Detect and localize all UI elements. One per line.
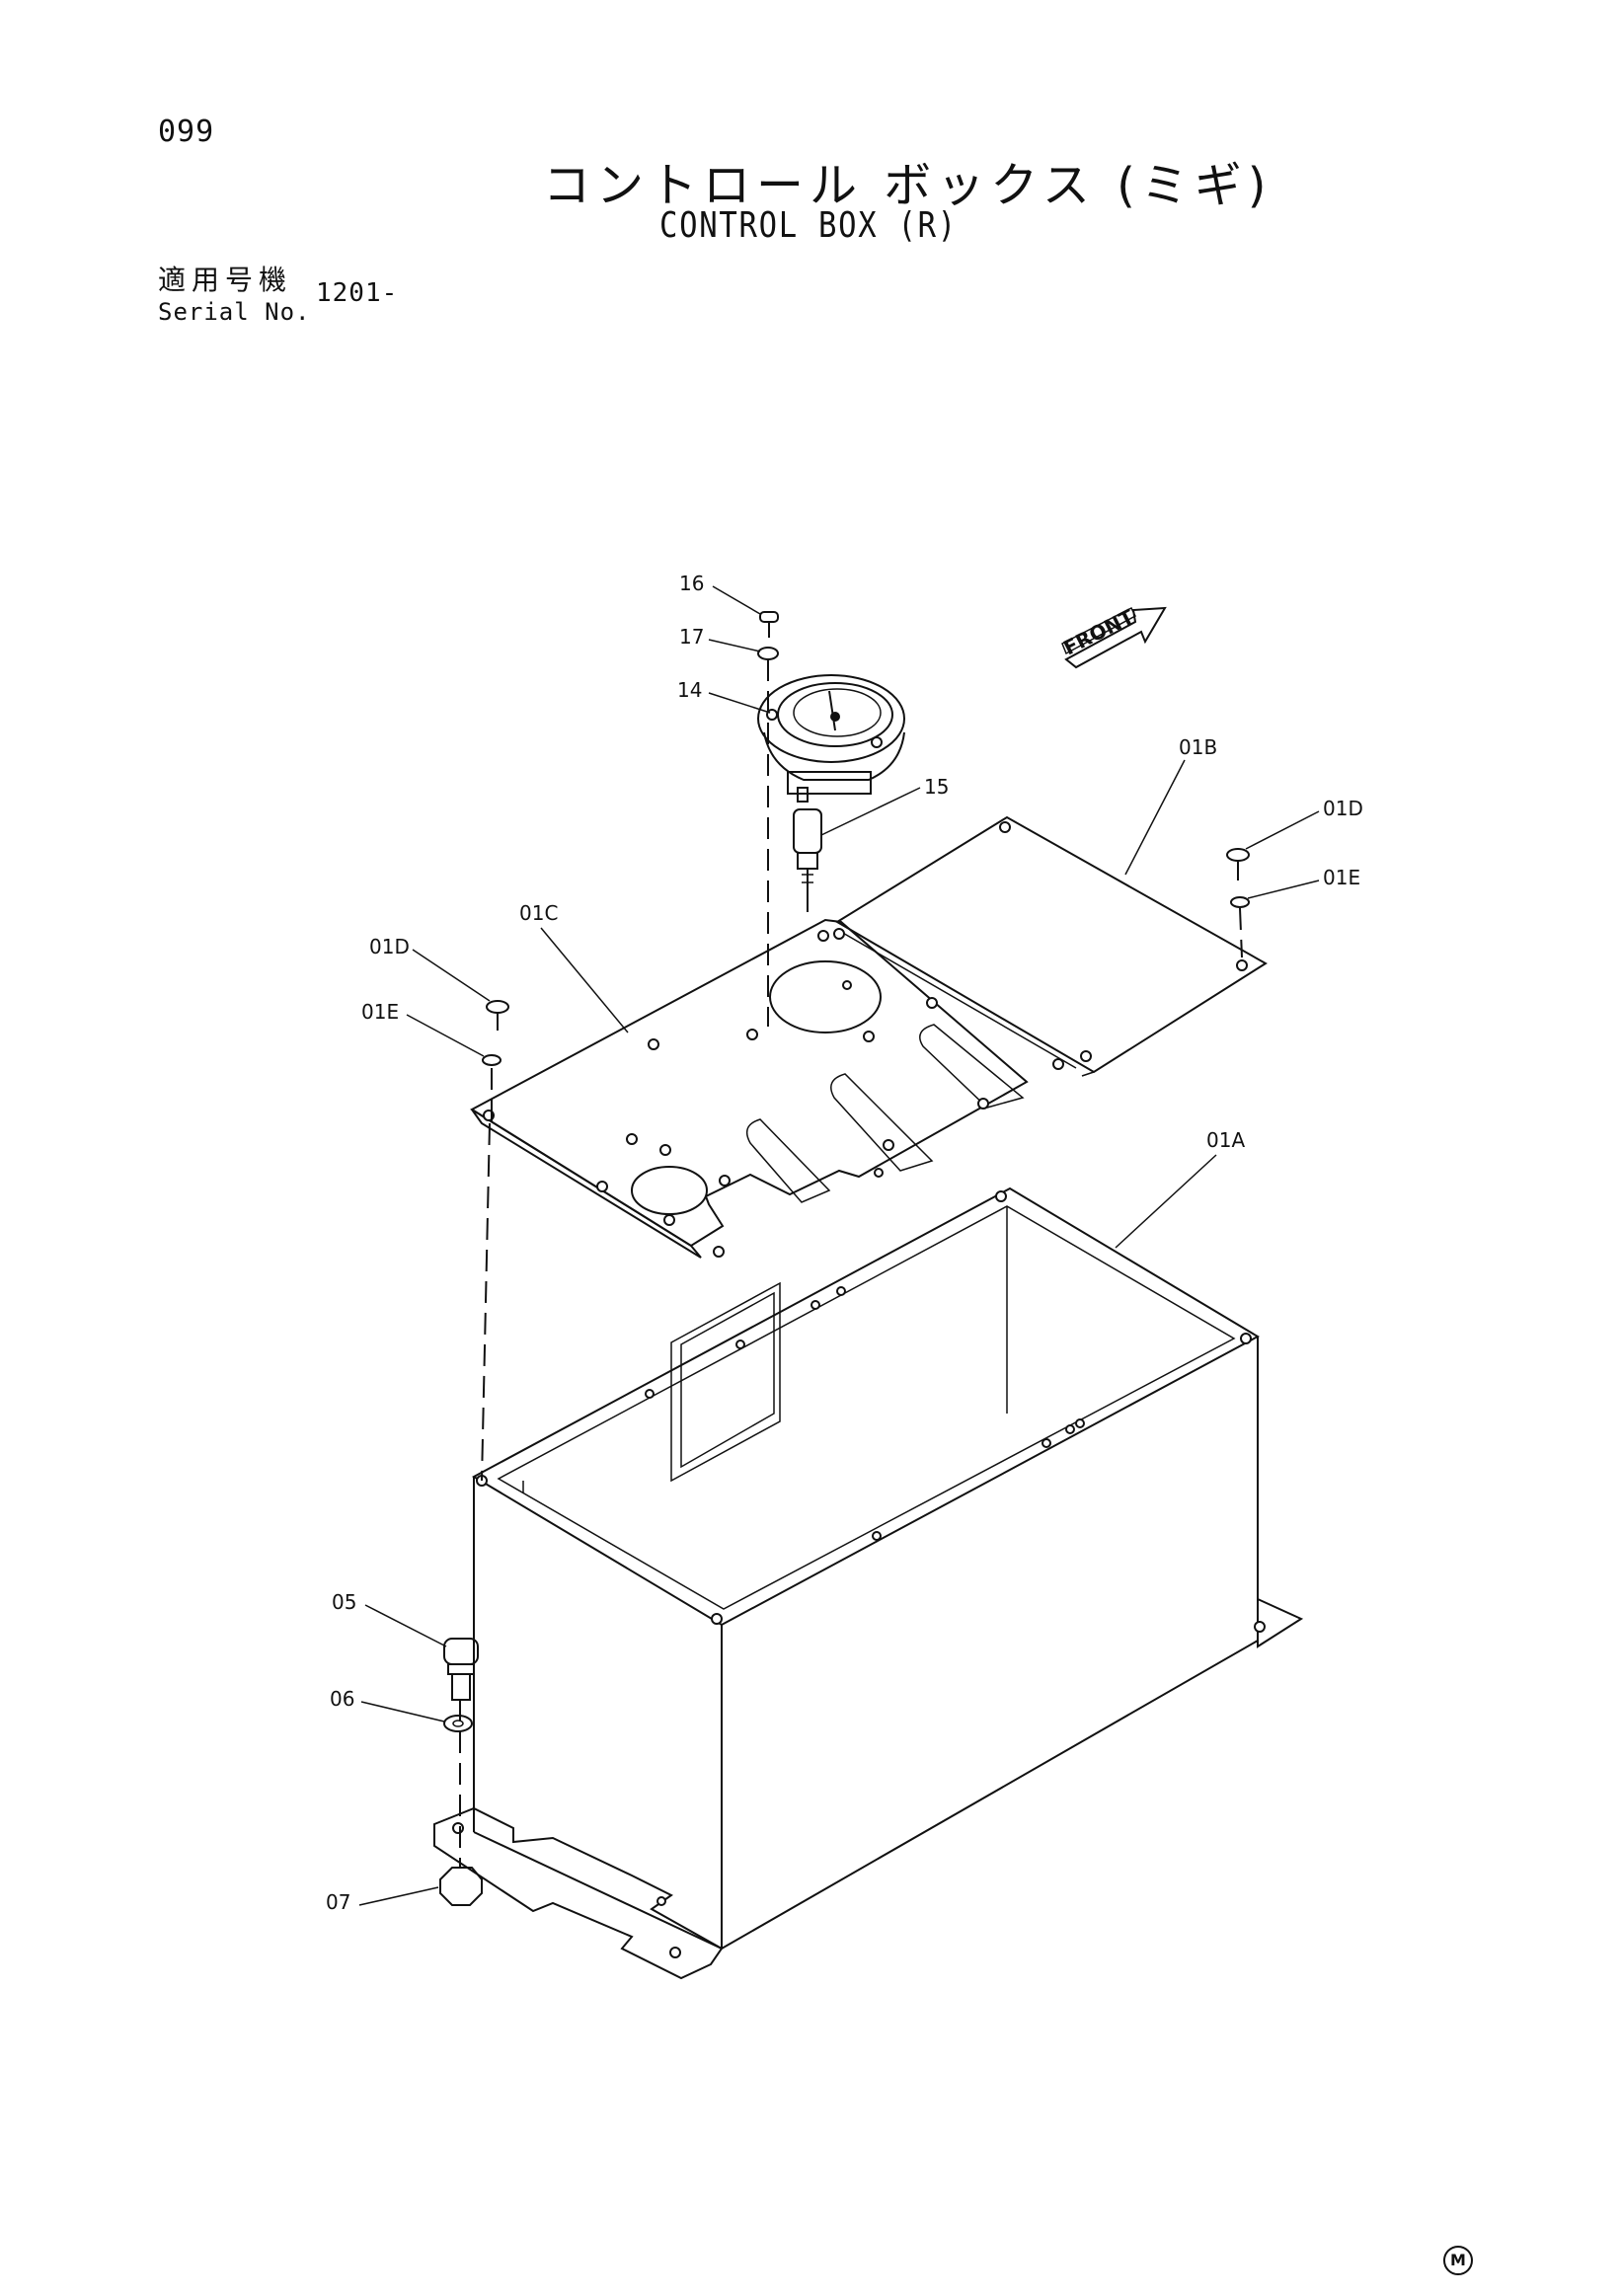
cover-plate-01B xyxy=(833,815,1268,1077)
bolt-05 xyxy=(443,1638,479,1701)
screw-16 xyxy=(759,611,779,638)
control-box-body-01A xyxy=(433,1186,1304,1980)
callout-01C: 01C xyxy=(519,901,558,925)
callout-14: 14 xyxy=(677,678,702,702)
callout-01A: 01A xyxy=(1206,1128,1245,1152)
front-arrow: FRONT xyxy=(1059,604,1167,669)
title-japanese: コントロール ボックス (ミギ) xyxy=(543,158,1273,213)
callout-01D-right: 01D xyxy=(1323,797,1363,820)
corner-mark: M xyxy=(1443,2246,1473,2275)
washer-06 xyxy=(443,1715,473,1732)
serial-value: 1201- xyxy=(316,278,399,308)
callout-01E-left: 01E xyxy=(361,1000,399,1024)
fitting-15 xyxy=(793,808,822,892)
washer-01E-left xyxy=(482,1054,501,1066)
serial-label-japanese: 適用号機 xyxy=(158,264,293,296)
callout-15: 15 xyxy=(924,775,949,799)
washer-17 xyxy=(757,647,779,660)
callout-01D-left: 01D xyxy=(369,935,410,958)
screw-01D-left xyxy=(486,1000,509,1031)
screw-01D-right xyxy=(1226,848,1250,880)
front-label: FRONT xyxy=(1059,604,1137,659)
serial-label-english: Serial No. xyxy=(158,298,311,326)
callout-17: 17 xyxy=(679,625,704,649)
leader-lines xyxy=(358,585,1320,1906)
title-english: CONTROL BOX (R) xyxy=(659,205,958,246)
axis-right-screw xyxy=(1239,907,1243,958)
callout-01E-right: 01E xyxy=(1323,866,1360,889)
washer-01E-right xyxy=(1230,896,1250,908)
callout-16: 16 xyxy=(679,572,704,595)
cover-plate-01C xyxy=(470,918,1029,1259)
axis-left-corner xyxy=(481,1122,491,1482)
callout-07: 07 xyxy=(326,1890,350,1914)
callout-06: 06 xyxy=(330,1687,354,1711)
page-number: 099 xyxy=(158,115,215,149)
callout-01B: 01B xyxy=(1179,735,1217,759)
callout-05: 05 xyxy=(332,1590,356,1614)
gauge-14 xyxy=(757,674,905,803)
nut-07 xyxy=(439,1867,483,1906)
